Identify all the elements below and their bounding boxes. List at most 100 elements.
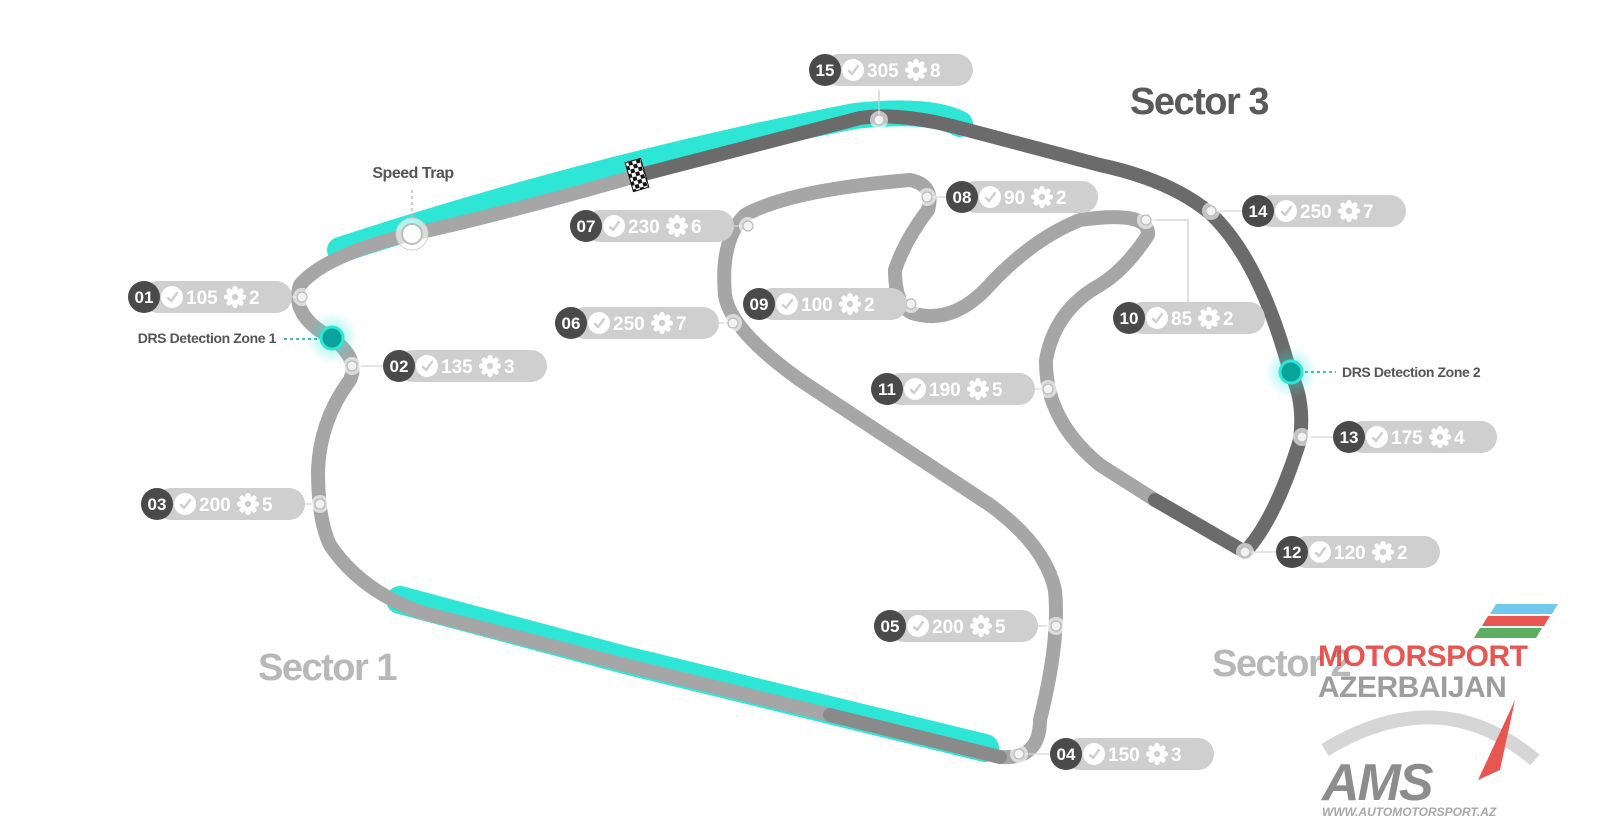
watermark-logo: MOTORSPORT AZERBAIJAN AMS WWW.AUTOMOTORS… (1318, 604, 1558, 819)
track-sector-3 (633, 109, 1309, 559)
gear-icon (969, 614, 993, 638)
turn-speed: 105 (186, 288, 218, 309)
gear-icon (236, 492, 260, 516)
turn-number-badge (874, 610, 906, 642)
speedometer-icon (1309, 541, 1331, 563)
turn-number: 03 (148, 495, 167, 514)
turn-marker (1296, 431, 1308, 443)
turn-speed: 175 (1391, 428, 1423, 449)
checkered-flag-icon (624, 157, 650, 193)
turn-07: 07 230 6 (570, 210, 757, 242)
turn-leader-line (1146, 219, 1189, 318)
turn-number-badge (141, 488, 173, 520)
turn-01: 01 105 2 (128, 281, 311, 313)
turn-speed: 250 (613, 314, 645, 335)
turn-marker (742, 220, 754, 232)
gear-icon (1197, 306, 1221, 330)
turn-speed: 100 (801, 295, 833, 316)
turn-gear: 5 (992, 380, 1003, 401)
turn-number: 07 (577, 217, 596, 236)
turn-number: 04 (1057, 745, 1076, 764)
turn-number-badge (871, 373, 903, 405)
turn-marker (1050, 620, 1062, 632)
turn-gear: 5 (995, 617, 1006, 638)
turn-gear: 3 (504, 357, 515, 378)
drs-detection-zone-2: DRS Detection Zone 2 (1265, 346, 1481, 398)
sector-1-label: Sector 1 (258, 647, 397, 689)
turn-number: 01 (135, 288, 154, 307)
turn-number: 05 (881, 617, 900, 636)
turn-gear: 7 (676, 314, 687, 335)
turn-marker (1205, 205, 1217, 217)
turn-number: 06 (562, 314, 581, 333)
turn-number-badge (809, 54, 841, 86)
speedometer-icon (979, 186, 1001, 208)
turn-speed: 190 (929, 380, 961, 401)
sector-3-label: Sector 3 (1130, 81, 1268, 123)
turn-number-badge (1333, 421, 1365, 453)
turn-gear: 3 (1171, 745, 1182, 766)
turn-marker (346, 360, 358, 372)
gear-icon (1428, 425, 1452, 449)
turn-06: 06 250 7 (555, 307, 742, 339)
turn-gear: 4 (1454, 428, 1465, 449)
turn-gear: 7 (1363, 202, 1374, 223)
speedometer-icon (907, 615, 929, 637)
turn-gear: 5 (262, 495, 273, 516)
turn-speed: 90 (1004, 188, 1025, 209)
speedometer-icon (161, 286, 183, 308)
gear-icon (838, 292, 862, 316)
turn-gear: 2 (1397, 543, 1408, 564)
sector-2-label: Sector 2 (1212, 643, 1350, 685)
turn-speed: 200 (199, 495, 231, 516)
speedometer-icon (1366, 426, 1388, 448)
turn-marker (1239, 546, 1251, 558)
speed-trap-marker: Speed Trap (372, 165, 455, 251)
turn-gear: 6 (691, 217, 702, 238)
turn-number: 09 (750, 295, 769, 314)
drs-detection-1-label: DRS Detection Zone 1 (138, 330, 277, 346)
turn-speed: 230 (628, 217, 660, 238)
turn-marker (1013, 748, 1025, 760)
speedometer-icon (588, 312, 610, 334)
turn-gear: 2 (1056, 188, 1067, 209)
gear-icon (966, 377, 990, 401)
speedometer-icon (1083, 743, 1105, 765)
turn-number-badge (946, 181, 978, 213)
turn-speed: 85 (1171, 309, 1193, 330)
watermark-arc (1321, 710, 1540, 766)
speedometer-icon (603, 215, 625, 237)
gear-icon (223, 285, 247, 309)
watermark-mark: AMS (1320, 754, 1434, 812)
turn-number-badge (383, 350, 415, 382)
track-sector-1 (291, 168, 1162, 765)
gear-icon (1030, 185, 1054, 209)
gear-icon (478, 354, 502, 378)
turn-number-badge (555, 307, 587, 339)
turn-number-badge (1242, 195, 1274, 227)
turn-number-badge (570, 210, 602, 242)
turn-number: 11 (878, 380, 896, 399)
gear-icon (1145, 742, 1169, 766)
turn-marker (296, 291, 308, 303)
turn-marker (905, 298, 917, 310)
turn-gear: 2 (249, 288, 260, 309)
turn-speed: 150 (1108, 745, 1140, 766)
gear-icon (665, 214, 689, 238)
turn-number-badge (743, 288, 775, 320)
turn-number-badge (1050, 738, 1082, 770)
turn-marker (314, 498, 326, 510)
turn-gear: 2 (1223, 309, 1234, 330)
turn-number: 15 (816, 61, 835, 80)
speed-trap-label: Speed Trap (372, 165, 454, 182)
